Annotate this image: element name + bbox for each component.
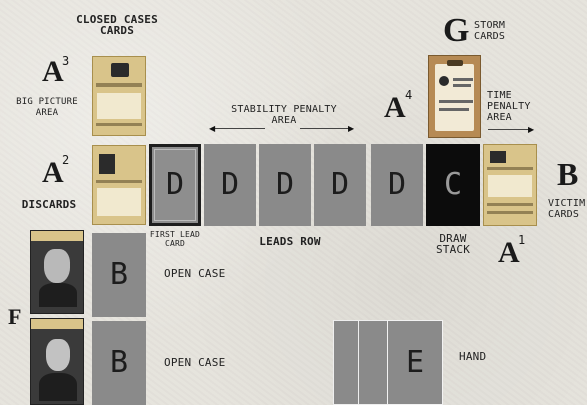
lead-card-3-letter: D bbox=[314, 170, 366, 200]
portrait-face-icon bbox=[44, 249, 70, 283]
zone-marker-a4-superscript: 4 bbox=[405, 89, 412, 101]
zone-marker-a4: A bbox=[384, 93, 406, 123]
lead-card-4-letter: D bbox=[371, 170, 423, 200]
lead-card-3[interactable]: D bbox=[314, 144, 366, 226]
stability-arrow-left bbox=[213, 128, 265, 129]
big-picture-area-label: BIG PICTURE AREA bbox=[10, 97, 84, 119]
hand-card-letter: E bbox=[388, 348, 442, 378]
open-case-label-1: OPEN CASE bbox=[164, 268, 254, 279]
zone-marker-b: B bbox=[557, 158, 578, 190]
lead-card-2-letter: D bbox=[259, 170, 311, 200]
portrait-face-icon bbox=[46, 339, 70, 371]
victim-card[interactable] bbox=[483, 144, 537, 226]
zone-marker-a3-superscript: 3 bbox=[62, 55, 69, 67]
time-penalty-area-label: TIME PENALTY AREA bbox=[487, 90, 547, 123]
closed-cases-cards-label: CLOSED CASES CARDS bbox=[62, 14, 172, 36]
zone-marker-a3: A bbox=[42, 57, 64, 87]
zone-marker-a2: A bbox=[42, 158, 64, 188]
discard-card[interactable] bbox=[92, 145, 146, 225]
clue-icon bbox=[99, 154, 115, 174]
hand-card-front[interactable]: E bbox=[387, 320, 443, 405]
arrow-right-icon: ▶ bbox=[528, 126, 534, 134]
zone-marker-a2-superscript: 2 bbox=[62, 154, 69, 166]
open-case-card-1[interactable]: B bbox=[92, 233, 146, 317]
arrow-left-icon: ◀ bbox=[209, 125, 215, 133]
zone-marker-a1-superscript: 1 bbox=[518, 234, 525, 246]
hand-label: HAND bbox=[459, 351, 519, 362]
closed-cases-card[interactable] bbox=[92, 56, 146, 136]
arrow-right-icon: ▶ bbox=[348, 125, 354, 133]
zone-marker-a1: A bbox=[498, 238, 520, 268]
lead-card-2[interactable]: D bbox=[259, 144, 311, 226]
open-case-card-2-letter: B bbox=[92, 348, 146, 378]
draw-stack-card-letter: C bbox=[426, 170, 480, 200]
storm-card[interactable] bbox=[428, 55, 481, 138]
lead-card-1-letter: D bbox=[204, 170, 256, 200]
leads-row-label: LEADS ROW bbox=[240, 236, 340, 247]
draw-stack-card[interactable]: C bbox=[426, 144, 480, 226]
puzzle-icon bbox=[111, 63, 129, 77]
open-case-card-1-letter: B bbox=[92, 260, 146, 290]
open-case-portrait-2[interactable] bbox=[30, 318, 84, 405]
victim-cards-label: VICTIM CARDS bbox=[548, 198, 587, 220]
zone-marker-g: G bbox=[443, 14, 469, 48]
first-lead-card-label: FIRST LEAD CARD bbox=[144, 230, 206, 248]
storm-cards-label: STORM CARDS bbox=[474, 20, 534, 42]
stability-arrow-right bbox=[300, 128, 350, 129]
open-case-card-2[interactable]: B bbox=[92, 321, 146, 405]
first-lead-card[interactable]: D bbox=[149, 144, 201, 226]
zone-marker-f: F bbox=[8, 306, 21, 328]
lead-card-1[interactable]: D bbox=[204, 144, 256, 226]
stability-penalty-area-label: STABILITY PENALTY AREA bbox=[218, 104, 350, 126]
victim-photo-icon bbox=[490, 151, 506, 163]
discards-label: DISCARDS bbox=[14, 199, 84, 210]
lead-card-4[interactable]: D bbox=[371, 144, 423, 226]
draw-stack-label: DRAW STACK bbox=[420, 233, 486, 255]
clipboard-icon bbox=[435, 64, 474, 131]
open-case-portrait-1[interactable] bbox=[30, 230, 84, 314]
open-case-label-2: OPEN CASE bbox=[164, 357, 254, 368]
first-lead-card-letter: D bbox=[152, 170, 198, 200]
time-penalty-arrow bbox=[488, 129, 530, 130]
